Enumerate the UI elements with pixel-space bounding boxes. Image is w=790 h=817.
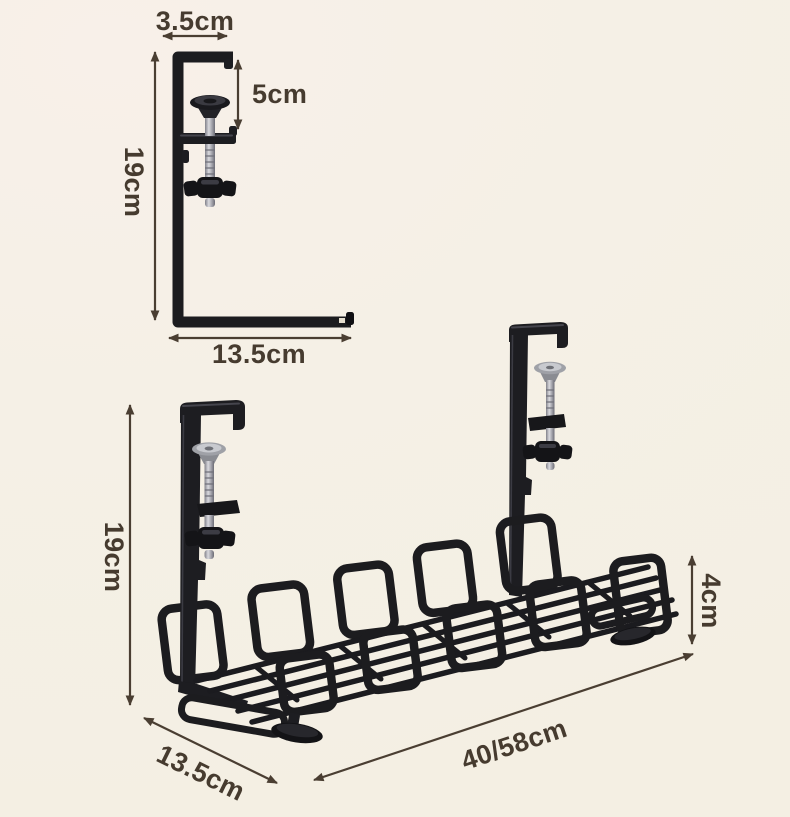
dim-arrow-tray-length [313, 652, 694, 782]
floor-cross-wire [252, 663, 300, 703]
back-loop-3 [333, 560, 399, 640]
clamp-foot-notch [339, 318, 345, 323]
right-screw-cone [540, 372, 560, 382]
clamp-side-view: 3.5cm 5cm 19cm 13.5cm [119, 6, 354, 369]
left-screw-threads [204, 471, 214, 497]
front-loop-4 [525, 576, 591, 652]
left-foot-pad [271, 722, 323, 744]
left-clamp-bar [180, 414, 206, 689]
left-clamp-arm [180, 400, 245, 430]
wing-nut-highlight [201, 180, 219, 185]
clamp-bracket [172, 51, 351, 328]
dim-label-top-width: 3.5cm [156, 6, 235, 36]
clamp-foot-tip [346, 312, 354, 325]
floor-cross-wire [585, 579, 633, 619]
floor-wire [221, 586, 667, 704]
right-wing-nut-highlight [539, 444, 556, 448]
dim-label-clamp-opening: 5cm [252, 79, 307, 109]
right-clamp [509, 322, 573, 597]
left-screw-cone [198, 453, 220, 464]
right-foot-pad [610, 626, 656, 646]
left-screw-tip [204, 550, 214, 559]
right-clamp-arm-highlight [511, 324, 564, 329]
left-clamp [178, 400, 248, 711]
dim-label-tray-height: 19cm [99, 522, 129, 593]
dim-label-tray-length: 40/58cm [458, 713, 571, 776]
back-loop-2 [247, 580, 315, 662]
left-wing-nut-highlight [202, 530, 220, 535]
dim-label-clamp-depth: 13.5cm [212, 339, 306, 369]
left-screw-pad-center [204, 446, 214, 451]
right-screw-pad-center [546, 365, 554, 370]
right-screw-tip [546, 462, 555, 470]
screw-shaft-upper [205, 106, 215, 136]
dim-label-basket-height: 4cm [696, 573, 726, 628]
left-clamp-jaw [197, 500, 240, 517]
right-screw-shaft [546, 380, 555, 420]
dim-arrow-tray-depth [143, 717, 278, 784]
right-stabilizer-loop [587, 594, 657, 630]
tray-feet [177, 594, 657, 744]
dim-label-tray-depth: 13.5cm [152, 739, 250, 807]
screw-tip [205, 198, 215, 207]
assembled-tray-view: 19cm 4cm 13.5cm 40/58cm [99, 322, 726, 807]
right-clamp-arm [509, 322, 568, 348]
left-screw-shaft [204, 461, 214, 505]
clamp-top-lip [224, 59, 233, 69]
clamp-screw [183, 95, 237, 207]
screw-threads [205, 149, 215, 175]
left-clamp-arm-highlight [182, 402, 240, 407]
right-screw-threads [546, 389, 555, 409]
right-clamp-bar-edge [509, 334, 514, 593]
left-clamp-bar-edge [181, 414, 185, 686]
floor-cross-wire [420, 621, 468, 661]
floor-cross-wire [504, 600, 552, 640]
clamp-bar-nub [182, 150, 189, 163]
screw-pad-center [203, 98, 217, 104]
right-clamp-bar [509, 334, 532, 597]
left-screw-shaft-lower [204, 515, 214, 530]
dim-label-clamp-height: 19cm [119, 147, 149, 218]
right-screw-shaft-lower [546, 428, 555, 444]
right-clamp-jaw [528, 414, 566, 431]
